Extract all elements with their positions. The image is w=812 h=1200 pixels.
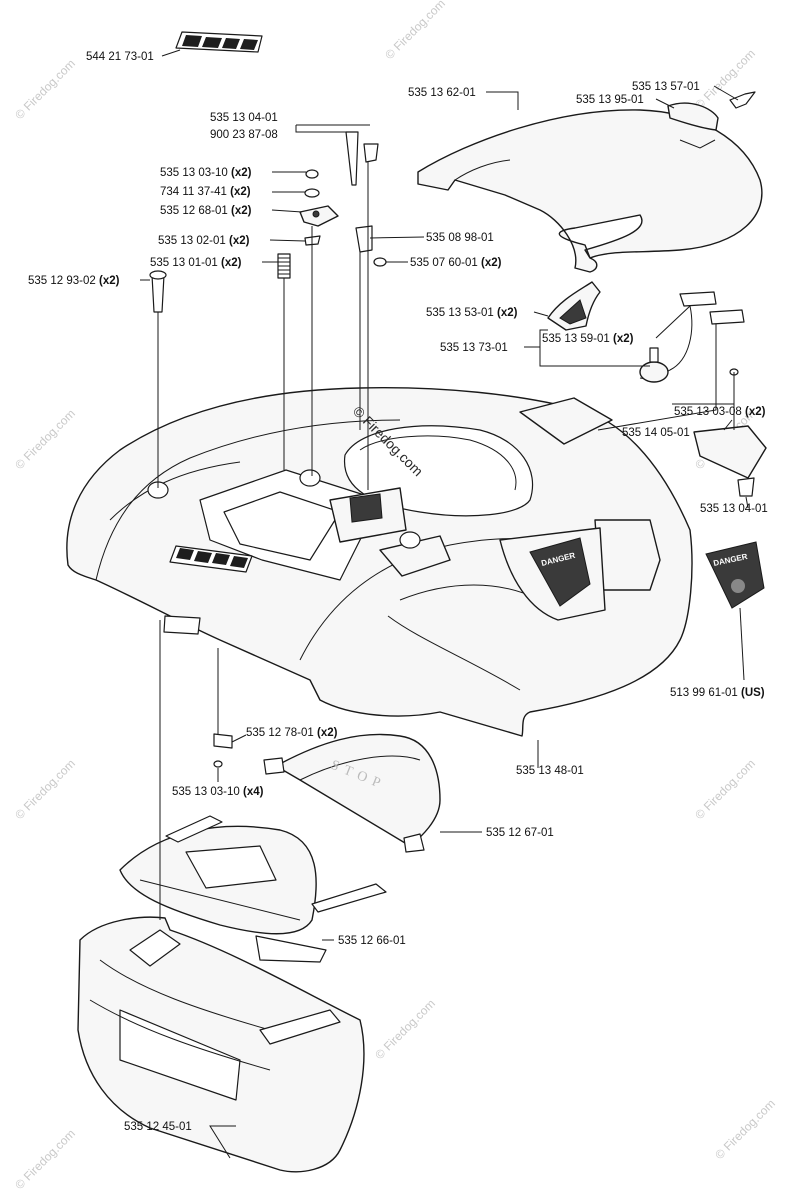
watermark: © Firedog.com: [12, 756, 78, 822]
callout-535-12-45-01: 535 12 45-01: [124, 1121, 192, 1133]
callout-535-13-01-01: 535 13 01-01 (x2): [150, 257, 242, 269]
mounting-bracket: [213, 733, 233, 768]
watermark: © Firedog.com: [712, 1096, 778, 1162]
hardware-stack: [149, 169, 387, 313]
watermark: © Firedog.com: [12, 1126, 78, 1192]
callout-labels: 544 21 73-01 535 13 04-01 900 23 87-08 5…: [28, 51, 768, 1133]
callout-535-13-02-01: 535 13 02-01 (x2): [158, 235, 250, 247]
hinge-arm: [547, 281, 601, 331]
callout-734-11-37-41: 734 11 37-41 (x2): [160, 186, 251, 198]
callout-535-12-66-01: 535 12 66-01: [338, 935, 406, 947]
assembly-lines: [157, 162, 735, 920]
danger-decal: DANGER: [705, 541, 765, 609]
watermark: © Firedog.com: [372, 996, 438, 1062]
cable-tie: [345, 131, 379, 186]
watermark: © Firedog.com: [692, 756, 758, 822]
callout-535-13-53-01: 535 13 53-01 (x2): [426, 307, 518, 319]
watermark: © Firedog.com: [12, 406, 78, 472]
callout-535-13-03-08: 535 13 03-08 (x2): [674, 406, 766, 418]
latch-handle: [667, 91, 756, 131]
danger-decal-on-body: DANGER: [529, 537, 591, 607]
callout-535-13-62-01: 535 13 62-01: [408, 87, 476, 99]
callout-535-14-05-01: 535 14 05-01: [622, 427, 690, 439]
lower-cover: [119, 815, 387, 963]
watermark: © Firedog.com: [12, 56, 78, 122]
callout-900-23-87-08: 900 23 87-08: [210, 129, 278, 141]
callout-535-13-95-01: 535 13 95-01: [576, 94, 644, 106]
top-hood-cover: [417, 109, 763, 273]
callout-leaders: [140, 49, 749, 1159]
callout-535-12-67-01: 535 12 67-01: [486, 827, 554, 839]
decal-warning-symbols: [175, 31, 263, 53]
cover-plate: [693, 368, 767, 497]
callout-535-13-57-01: 535 13 57-01: [632, 81, 700, 93]
main-body-shell: [66, 387, 693, 737]
callout-535-13-04-01-b: 535 13 04-01: [700, 503, 768, 515]
callout-535-13-48-01: 535 13 48-01: [516, 765, 584, 777]
callout-535-13-03-10-b: 535 13 03-10 (x4): [172, 786, 264, 798]
stop-button-cover: STOP: [263, 733, 441, 853]
sensor-bracket: [639, 291, 745, 383]
callout-513-99-61-01: 513 99 61-01 (US): [670, 687, 765, 699]
watermark: © Firedog.com: [382, 0, 448, 62]
callout-535-13-03-10: 535 13 03-10 (x2): [160, 167, 252, 179]
callout-535-12-78-01: 535 12 78-01 (x2): [246, 727, 338, 739]
front-bumper: [77, 916, 365, 1173]
callout-535-13-73-01: 535 13 73-01: [440, 342, 508, 354]
callout-535-13-04-01: 535 13 04-01: [210, 112, 278, 124]
callout-535-12-68-01: 535 12 68-01 (x2): [160, 205, 252, 217]
callout-535-13-59-01: 535 13 59-01 (x2): [542, 333, 634, 345]
callout-535-07-60-01: 535 07 60-01 (x2): [410, 257, 502, 269]
callout-535-12-93-02: 535 12 93-02 (x2): [28, 275, 120, 287]
callout-544-21-73-01: 544 21 73-01: [86, 51, 154, 63]
body-decal: [169, 545, 253, 573]
callout-535-08-98-01: 535 08 98-01: [426, 232, 494, 244]
